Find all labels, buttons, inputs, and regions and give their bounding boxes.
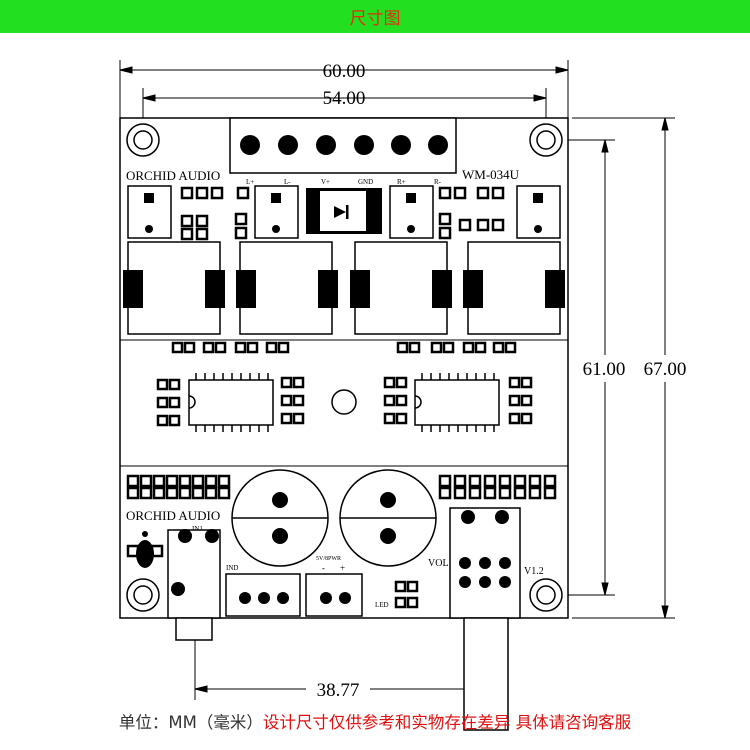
smd-pads-top — [180, 186, 505, 241]
in1-label: IN1 — [192, 525, 203, 533]
pin-labels: L+ L- V+ GND R+ R- — [246, 178, 442, 186]
pin-label-l-minus: L- — [284, 178, 291, 186]
amp-ic-left — [188, 373, 274, 432]
model-label: WM-034U — [462, 167, 520, 182]
pin-header-right — [438, 474, 557, 500]
audio-jack — [167, 529, 221, 641]
pin-label-l-plus: L+ — [246, 178, 254, 186]
header-bar: 尺寸图 — [0, 0, 750, 33]
dim-hole-width-label: 54.00 — [323, 88, 366, 109]
mounting-hole-top-left — [126, 123, 160, 157]
capacitor-left — [231, 469, 329, 567]
inductor-4 — [463, 241, 565, 335]
pin-label-gnd: GND — [358, 178, 373, 186]
mounting-hole-top-right — [529, 123, 563, 157]
inductor-3 — [350, 241, 452, 335]
center-hole — [331, 389, 357, 415]
ind-connector — [225, 573, 301, 617]
volume-potentiometer — [449, 507, 521, 731]
pin-label-r-plus: R+ — [397, 178, 406, 186]
choke-pins — [144, 193, 543, 233]
power-plus-label: + — [340, 563, 345, 573]
mounting-hole-bottom-right — [529, 578, 563, 612]
amp-ic-right — [414, 373, 500, 432]
power-label: 5V/8PWR — [316, 556, 341, 562]
version-label: V1.2 — [524, 566, 544, 577]
unit-text: 单位：MM（毫米） — [118, 713, 263, 732]
power-minus-label: - — [322, 563, 325, 573]
dim-overall-width-label: 60.00 — [323, 61, 366, 82]
led-pads — [394, 580, 419, 609]
dim-hole-height-label: 61.00 — [583, 359, 626, 380]
pin-label-v-plus: V+ — [321, 178, 330, 186]
mounting-hole-bottom-left — [126, 578, 160, 612]
dim-overall-height — [572, 117, 675, 619]
small-jumper — [126, 531, 164, 568]
vol-label: VOL — [428, 558, 449, 569]
output-terminal-block — [229, 117, 457, 174]
dim-overall-height-label: 67.00 — [644, 359, 687, 380]
smd-pads-middle — [156, 341, 533, 427]
inductor-1 — [123, 241, 225, 335]
power-connector — [305, 573, 363, 617]
inductor-2 — [236, 241, 338, 335]
brand-label-top: ORCHID AUDIO — [126, 168, 220, 183]
capacitor-right — [339, 469, 437, 567]
brand-label-bottom: ORCHID AUDIO — [126, 508, 220, 523]
disclaimer-text: 设计尺寸仅供参考和实物存在差异 具体请咨询客服 — [262, 713, 632, 732]
pin-header-left — [126, 474, 231, 500]
diode-block — [306, 188, 382, 234]
page-title: 尺寸图 — [349, 9, 401, 29]
dim-overall-width — [119, 60, 569, 118]
dim-connector-offset-label: 38.77 — [317, 680, 360, 701]
pin-label-r-minus: R- — [434, 178, 442, 186]
dim-hole-height — [560, 139, 615, 596]
led-label: LED — [375, 601, 389, 609]
footer-note: 单位：MM（毫米） 设计尺寸仅供参考和实物存在差异 具体请咨询客服 — [0, 706, 750, 736]
ind-label: IND — [226, 564, 238, 572]
